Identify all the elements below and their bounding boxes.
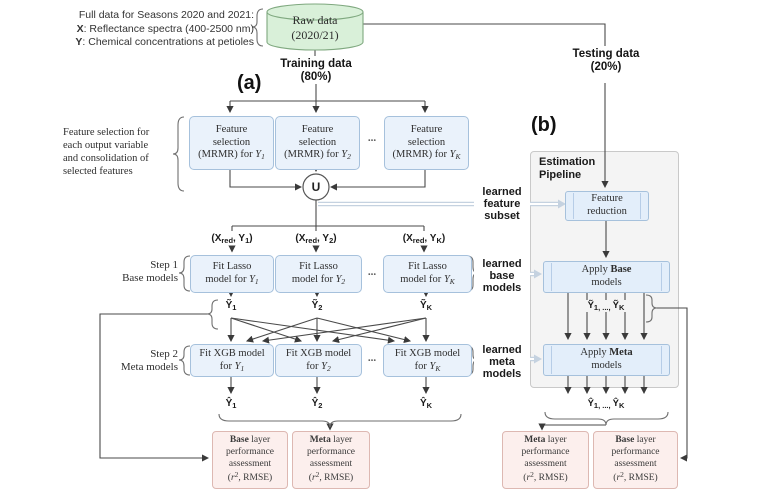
union-symbol: U (311, 180, 321, 194)
assessment-box-base-left: Base layer performance assessment (r2, R… (212, 431, 288, 489)
y-variable-label: Y (75, 36, 83, 48)
ellipsis: ... (367, 266, 377, 278)
learned-feature-subset-label: learned feature subset (474, 186, 530, 222)
feature-selection-box-y2: Feature selection (MRMR) for Y2 (275, 116, 360, 170)
ellipsis: ... (367, 132, 377, 144)
learned-meta-models-label: learned meta models (474, 344, 530, 380)
database-cylinder-icon (266, 3, 364, 51)
meta-output-label-2: Ŷ2 (311, 398, 323, 410)
raw-data-label: Raw data (2020/21) (291, 13, 339, 42)
pipeline-base-outputs-label: Ỹ1, ..., ỸK (584, 300, 628, 312)
meta-output-label-1: Ŷ1 (225, 398, 237, 410)
assessment-box-base-right: Base layer performance assessment (r2, R… (593, 431, 678, 489)
lasso-box-y2: Fit Lasso model for Y2 (275, 255, 362, 293)
x-variable-label: X (76, 22, 84, 35)
meta-output-label-k: ŶK (419, 398, 433, 410)
pipeline-title: Estimation Pipeline (539, 156, 596, 181)
feature-reduction-box: Feature reduction (565, 191, 649, 221)
base-output-label-k: ỸK (419, 300, 433, 312)
training-data-label: Training data (80%) (280, 58, 352, 83)
learned-base-models-label: learned base models (474, 258, 530, 294)
feature-selection-note: Feature selection for each output variab… (63, 127, 150, 177)
panel-a-label: (a) (237, 72, 262, 94)
apply-base-models-box: Apply Base models (543, 261, 670, 293)
input-pair-label-1: (Xred, Y1) (211, 233, 253, 245)
xgb-box-y2: Fit XGB model for Y2 (275, 344, 362, 377)
input-pair-label-k: (Xred, YK) (402, 233, 446, 245)
step2-label: Step 2 Meta models (120, 348, 178, 373)
base-output-label-1: Ỹ1 (225, 300, 237, 312)
assessment-box-meta-left: Meta layer performance assessment (r2, R… (292, 431, 370, 489)
xgb-box-yk: Fit XGB model for YK (383, 344, 472, 377)
lasso-box-yk: Fit Lasso model for YK (383, 255, 472, 293)
pipeline-meta-outputs-label: Ŷ1, ..., ŶK (584, 398, 628, 410)
xgb-box-y1: Fit XGB model for Y1 (190, 344, 274, 377)
testing-data-label: Testing data (20%) (572, 48, 640, 73)
brace-decorations (172, 8, 669, 428)
assessment-box-meta-right: Meta layer performance assessment (r2, R… (502, 431, 589, 489)
feature-selection-box-y1: Feature selection (MRMR) for Y1 (189, 116, 274, 170)
step1-label: Step 1 Base models (122, 259, 178, 284)
input-pair-label-2: (Xred, Y2) (295, 233, 337, 245)
feature-selection-box-yk: Feature selection (MRMR) for YK (384, 116, 469, 170)
apply-meta-models-box: Apply Meta models (543, 344, 670, 376)
union-circle (302, 173, 330, 201)
dataset-note-line1: Full data for Seasons 2020 and 2021: (78, 9, 254, 21)
panel-b-label: (b) (531, 114, 557, 136)
dataset-note: Full data for Seasons 2020 and 2021: X: … (75, 9, 254, 48)
lasso-box-y1: Fit Lasso model for Y1 (190, 255, 274, 293)
base-output-label-2: Ỹ2 (311, 300, 323, 312)
ellipsis: ... (367, 352, 377, 364)
